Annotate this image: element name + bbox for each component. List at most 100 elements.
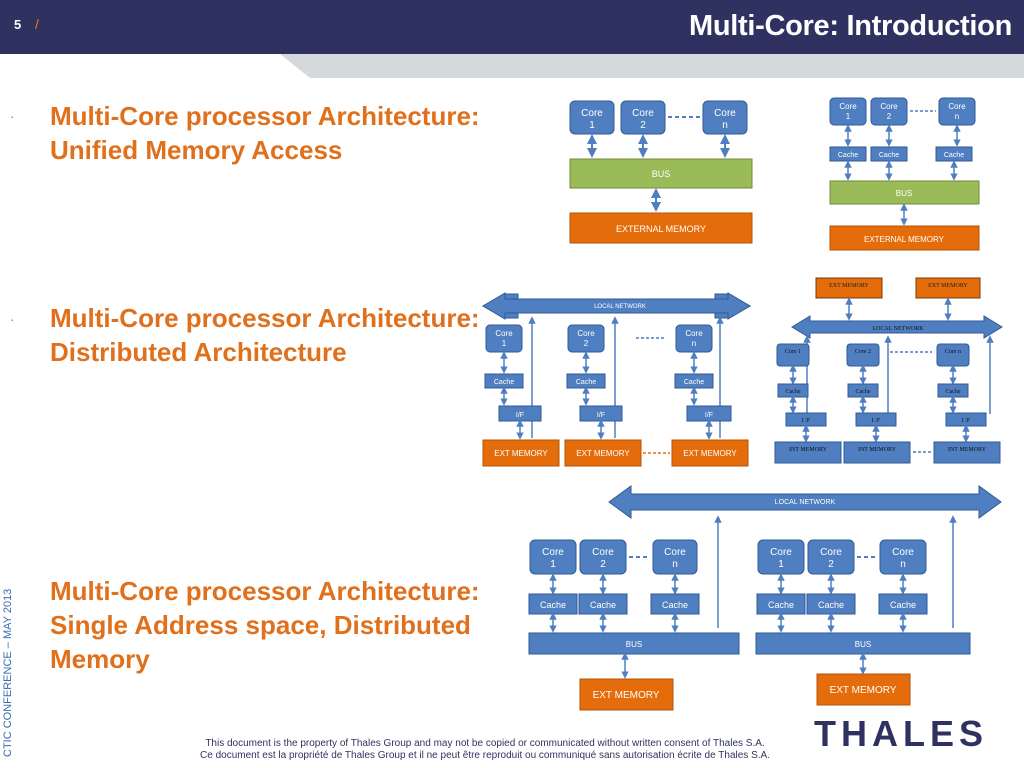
svg-text:Core: Core	[664, 547, 686, 558]
core-2-box: Core 2	[567, 324, 605, 353]
svg-text:Core: Core	[685, 329, 703, 338]
svg-text:Core: Core	[770, 547, 792, 558]
svg-text:Cache: Cache	[786, 389, 801, 395]
svg-text:I/F: I/F	[705, 412, 713, 419]
svg-text:1: 1	[778, 559, 784, 570]
svg-text:n: n	[692, 339, 696, 348]
svg-text:Cache: Cache	[944, 152, 964, 159]
page-number: 5	[14, 17, 22, 32]
svg-text:I /F: I /F	[872, 418, 881, 424]
svg-text:Cache: Cache	[662, 600, 688, 610]
core-2-box: Core 2	[579, 539, 627, 575]
single-address-diagram: LOCAL NETWORK Core 1 Core 2 Core n Cache…	[528, 485, 1002, 711]
local-network-arrow: LOCAL NETWORK	[791, 315, 1003, 339]
svg-text:Cache: Cache	[590, 600, 616, 610]
svg-text:Cache: Cache	[890, 600, 916, 610]
core-n-box: Core n	[936, 343, 970, 367]
cache-box: Cache	[935, 146, 973, 162]
cache-box: Cache	[847, 383, 879, 398]
svg-text:THALES: THALES	[814, 713, 988, 754]
svg-text:BUS: BUS	[855, 640, 871, 649]
svg-text:EXT MEMORY: EXT MEMORY	[683, 449, 737, 458]
svg-text:Cache: Cache	[856, 389, 871, 395]
svg-text:Cache: Cache	[838, 152, 858, 159]
thales-logo: THALES	[814, 713, 988, 754]
svg-text:I/F: I/F	[597, 412, 605, 419]
footer-line-english: This document is the property of Thales …	[205, 738, 765, 749]
svg-text:EXT MEMORY: EXT MEMORY	[593, 690, 660, 701]
svg-text:2: 2	[828, 559, 834, 570]
ext-memory-box: EXT MEMORY	[482, 439, 560, 467]
external-memory-box: EXTERNAL MEMORY	[569, 212, 753, 244]
svg-text:Core: Core	[581, 108, 603, 119]
core-n-box: Core n	[652, 539, 698, 575]
ext-memory-box: EXT MEMORY	[816, 673, 911, 706]
confidentiality-footer: This document is the property of Thales …	[190, 738, 780, 762]
conference-label: CTIC CONFERENCE – MAY 2013	[2, 588, 14, 757]
interface-box: I /F	[855, 412, 897, 427]
cache-box: Cache	[484, 373, 524, 389]
slide-header: 5 / Multi-Core: Introduction	[0, 0, 1024, 54]
footer-line-french: Ce document est la propriété de Thales G…	[200, 750, 770, 761]
svg-text:1: 1	[846, 112, 851, 121]
cache-box: Cache	[777, 383, 809, 398]
svg-text:Cache: Cache	[494, 379, 514, 386]
uma-diagram-a: Core 1 Core 2 Core n BUS EXTERNAL MEMORY	[569, 100, 753, 244]
ext-memory-box: EXT MEMORY	[915, 277, 981, 299]
core-2-box: Core 2	[870, 97, 908, 126]
bullet-dot: ·	[10, 311, 15, 327]
svg-text:Core: Core	[495, 329, 513, 338]
local-network-arrow: LOCAL NETWORK	[608, 485, 1002, 519]
svg-text:EXTERNAL MEMORY: EXTERNAL MEMORY	[864, 235, 945, 244]
svg-text:I /F: I /F	[802, 418, 811, 424]
core-1-box: Core 1	[569, 100, 615, 135]
core-1-box: Core 1	[757, 539, 805, 575]
svg-text:2: 2	[584, 339, 589, 348]
svg-text:EXT MEMORY: EXT MEMORY	[829, 283, 869, 289]
svg-text:Cache: Cache	[818, 600, 844, 610]
svg-text:2: 2	[600, 559, 606, 570]
svg-text:Core: Core	[820, 547, 842, 558]
svg-text:BUS: BUS	[896, 189, 912, 198]
ext-memory-box: EXT MEMORY	[579, 678, 674, 711]
cache-box: Cache	[937, 383, 969, 398]
svg-text:Core: Core	[542, 547, 564, 558]
svg-text:2: 2	[640, 120, 646, 131]
slide-title: Multi-Core: Introduction	[688, 10, 1012, 42]
svg-text:LOCAL NETWORK: LOCAL NETWORK	[872, 326, 924, 332]
bullet-distributed: Multi-Core processor Architecture: Distr…	[50, 303, 480, 367]
ext-memory-box: EXT MEMORY	[815, 277, 883, 299]
distributed-diagram-b: EXT MEMORY EXT MEMORY LOCAL NETWORK Core…	[774, 277, 1003, 464]
page-slash: /	[35, 16, 39, 32]
bus-box: BUS	[755, 632, 971, 655]
svg-text:EXT MEMORY: EXT MEMORY	[576, 449, 630, 458]
core-2-box: Core 2	[807, 539, 855, 575]
uma-diagram-b: Core 1 Core 2 Core n Cache Cache Cache B…	[829, 97, 980, 251]
bullet-unified-memory: Multi-Core processor Architecture: Unifi…	[50, 101, 480, 165]
svg-text:I/F: I/F	[516, 412, 524, 419]
svg-text:INT MEMORY: INT MEMORY	[789, 447, 828, 453]
svg-text:Core: Core	[592, 547, 614, 558]
svg-text:Core n: Core n	[945, 349, 961, 355]
svg-text:Core 2: Core 2	[855, 349, 871, 355]
svg-text:INT MEMORY: INT MEMORY	[948, 447, 987, 453]
cache-box: Cache	[829, 146, 867, 162]
ext-memory-box: EXT MEMORY	[671, 439, 749, 467]
svg-text:Core: Core	[839, 102, 857, 111]
svg-text:n: n	[955, 112, 959, 121]
svg-text:BUS: BUS	[626, 640, 642, 649]
cache-box: Cache	[566, 373, 606, 389]
svg-text:Core: Core	[948, 102, 966, 111]
svg-text:Cache: Cache	[946, 389, 961, 395]
core-2-box: Core 2	[620, 100, 666, 135]
bus-box: BUS	[528, 632, 740, 655]
int-memory-box: INT MEMORY	[933, 441, 1001, 464]
svg-text:Core: Core	[577, 329, 595, 338]
core-1-box: Core 1	[529, 539, 577, 575]
bullet-single-address: Multi-Core processor Architecture: Singl…	[50, 576, 480, 674]
svg-text:I /F: I /F	[962, 418, 971, 424]
header-stripe	[280, 54, 1024, 78]
svg-text:EXT MEMORY: EXT MEMORY	[494, 449, 548, 458]
svg-text:Core: Core	[892, 547, 914, 558]
interface-box: I /F	[945, 412, 987, 427]
